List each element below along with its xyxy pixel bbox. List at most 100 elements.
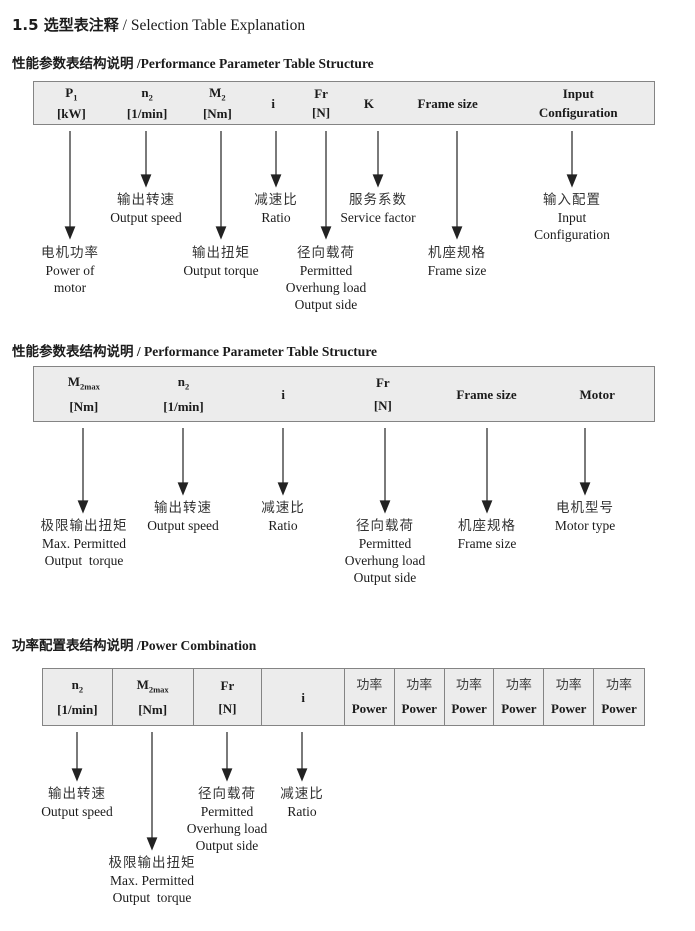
col-n2-unit: [1/min]	[163, 398, 204, 414]
col-i: i	[233, 367, 333, 421]
col-n2-unit: [1/min]	[126, 105, 168, 121]
callout-ratio: 减速比 Ratio	[254, 192, 298, 225]
col-input-line1: Input	[562, 86, 594, 101]
col-i: i	[249, 82, 297, 124]
section2-heading: 性能参数表结构说明 / Performance Parameter Table …	[12, 340, 377, 360]
page-title-cn: 1.5 选型表注释	[12, 16, 119, 34]
callout-overhung-load: 径向载荷 Permitted Overhung load Output side	[186, 786, 268, 853]
section3-heading-cn: 功率配置表结构说明	[12, 638, 134, 654]
arrow-k	[372, 131, 384, 188]
arrow-n2	[71, 732, 83, 782]
col-p1: P1 [kW]	[34, 82, 109, 124]
col-frame-size-label: Frame size	[417, 95, 478, 111]
section3-heading-en: /Power Combination	[133, 638, 257, 653]
section1-heading-cn: 性能参数表结构说明	[12, 56, 134, 72]
power-combination-table: n2 [1/min] M2max [Nm] Fr [N] i 功率 Power …	[42, 668, 645, 726]
arrow-fr	[379, 428, 391, 514]
callout-frame-size: 机座规格 Frame size	[427, 245, 487, 278]
arrow-fr	[320, 131, 332, 240]
arrow-n2	[177, 428, 189, 496]
callout-overhung-load: 径向载荷 Permitted Overhung load Output side	[344, 518, 426, 585]
col-m2max-symbol: M2max	[67, 374, 100, 393]
col-input-configuration: Input Configuration	[502, 82, 654, 124]
col-fr-unit: [N]	[373, 398, 392, 413]
col-frame-size: Frame size	[393, 82, 503, 124]
col-fr-symbol: Fr	[220, 677, 235, 693]
col-k: K	[345, 82, 393, 124]
col-fr-symbol: Fr	[314, 86, 328, 101]
col-power-5: 功率 Power	[544, 669, 595, 725]
callout-overhung-load: 径向载荷 Permitted Overhung load Output side	[285, 245, 367, 312]
col-motor: Motor	[540, 367, 654, 421]
arrow-fr	[221, 732, 233, 782]
arrow-input-configuration	[566, 131, 578, 188]
col-fr-symbol: Fr	[375, 375, 390, 390]
callout-ratio: 减速比 Ratio	[261, 500, 305, 533]
col-power-4: 功率 Power	[494, 669, 545, 725]
callout-input-configuration: 输入配置 Input Configuration	[534, 192, 610, 242]
callout-output-torque: 输出扭矩 Output torque	[183, 245, 259, 278]
section2-heading-en: / Performance Parameter Table Structure	[133, 344, 378, 359]
col-n2-symbol: n2	[177, 374, 190, 393]
performance-table-1: P1 [kW] n2 [1/min] M2 [Nm] i Fr [N] K Fr…	[33, 81, 655, 125]
col-input-line2: Configuration	[538, 105, 618, 120]
col-fr-unit: [N]	[218, 701, 237, 717]
col-motor-label: Motor	[579, 386, 615, 402]
col-power-1: 功率 Power	[345, 669, 395, 725]
col-m2max-symbol: M2max	[136, 677, 169, 695]
col-fr: Fr [N]	[297, 82, 345, 124]
col-i-symbol: i	[271, 95, 276, 111]
col-m2max: M2max [Nm]	[34, 367, 134, 421]
callout-ratio: 减速比 Ratio	[280, 786, 324, 819]
col-p1-symbol: P1	[65, 85, 78, 104]
col-n2-symbol: n2	[141, 85, 153, 104]
section1-heading: 性能参数表结构说明 /Performance Parameter Table S…	[12, 52, 374, 72]
col-n2-unit: [1/min]	[57, 701, 98, 717]
col-fr: Fr [N]	[333, 367, 433, 421]
col-m2: M2 [Nm]	[186, 82, 250, 124]
callout-service-factor: 服务系数 Service factor	[340, 192, 416, 225]
arrow-m2max	[77, 428, 89, 514]
arrow-frame-size	[451, 131, 463, 240]
col-i-symbol: i	[301, 689, 305, 705]
arrow-m2	[215, 131, 227, 240]
callout-frame-size: 机座规格 Frame size	[457, 518, 517, 551]
col-frame-size: Frame size	[433, 367, 541, 421]
performance-table-2: M2max [Nm] n2 [1/min] i Fr [N] Frame siz…	[33, 366, 655, 422]
callout-output-speed: 输出转速 Output speed	[147, 500, 219, 533]
section2-heading-cn: 性能参数表结构说明	[12, 344, 134, 360]
callout-max-output-torque: 极限输出扭矩 Max. Permitted Output torque	[108, 855, 196, 905]
col-m2-unit: [Nm]	[202, 105, 232, 121]
page-title-en: / Selection Table Explanation	[118, 17, 306, 34]
arrow-m2max	[146, 732, 158, 851]
arrow-p1	[64, 131, 76, 240]
col-power-2: 功率 Power	[395, 669, 445, 725]
arrow-n2	[140, 131, 152, 188]
col-fr-unit: [N]	[312, 105, 331, 120]
callout-motor-type: 电机型号 Motor type	[554, 500, 616, 533]
col-p1-unit: [kW]	[56, 105, 86, 121]
arrow-i	[277, 428, 289, 496]
callout-power-of-motor: 电机功率 Power of motor	[41, 245, 99, 295]
col-power-6: 功率 Power	[601, 677, 637, 717]
arrow-motor	[579, 428, 591, 496]
col-k-symbol: K	[363, 95, 374, 111]
col-m2-symbol: M2	[209, 85, 226, 104]
page-title: 1.5 选型表注释 / Selection Table Explanation	[12, 14, 305, 35]
col-i-symbol: i	[281, 386, 285, 402]
col-frame-size-label: Frame size	[456, 386, 517, 402]
col-i: i	[262, 669, 345, 725]
col-m2max-unit: [Nm]	[138, 701, 168, 717]
col-n2: n2 [1/min]	[109, 82, 186, 124]
col-n2: n2 [1/min]	[43, 669, 113, 725]
col-n2: n2 [1/min]	[134, 367, 234, 421]
callout-output-speed: 输出转速 Output speed	[110, 192, 182, 225]
col-fr: Fr [N]	[194, 669, 263, 725]
col-power-3: 功率 Power	[445, 669, 495, 725]
col-m2max: M2max [Nm]	[113, 669, 194, 725]
arrow-i	[296, 732, 308, 782]
callout-output-speed: 输出转速 Output speed	[41, 786, 113, 819]
arrow-frame-size	[481, 428, 493, 514]
col-n2-symbol: n2	[71, 677, 84, 695]
